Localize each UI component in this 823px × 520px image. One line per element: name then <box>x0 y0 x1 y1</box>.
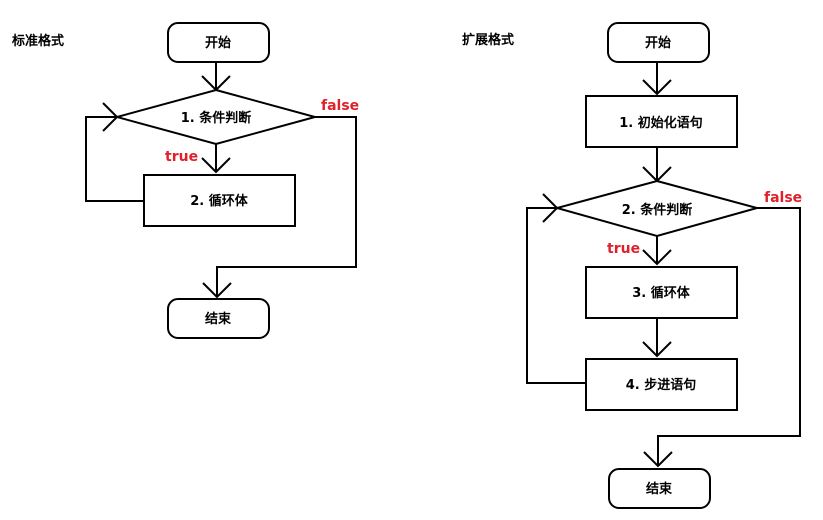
extended-init-label: 1. 初始化语句 <box>619 115 703 131</box>
standard-condition-label: 1. 条件判断 <box>181 110 252 126</box>
extended-step-node: 4. 步进语句 <box>585 358 738 411</box>
extended-condition-node: 2. 条件判断 <box>553 179 761 238</box>
extended-arrow-body-to-step <box>642 318 672 358</box>
standard-body-node: 2. 循环体 <box>143 174 296 227</box>
extended-false-label: false <box>764 190 802 206</box>
standard-start-label: 开始 <box>205 35 231 51</box>
extended-init-node: 1. 初始化语句 <box>585 95 738 148</box>
extended-body-label: 3. 循环体 <box>632 285 691 301</box>
extended-arrow-start-to-init <box>642 62 672 96</box>
standard-loop-back-arrow <box>85 102 144 202</box>
standard-arrow-start-to-condition <box>201 62 231 92</box>
standard-format-title: 标准格式 <box>11 33 64 49</box>
standard-condition-node: 1. 条件判断 <box>113 88 319 146</box>
extended-false-path-arrow <box>643 207 801 468</box>
standard-end-node: 结束 <box>167 298 270 339</box>
extended-loop-back-arrow <box>526 193 586 384</box>
extended-arrow-init-to-condition <box>642 147 672 183</box>
standard-end-label: 结束 <box>205 311 232 327</box>
extended-condition-label: 2. 条件判断 <box>622 202 693 218</box>
extended-end-node: 结束 <box>608 468 711 509</box>
standard-true-label: true <box>165 149 198 165</box>
extended-body-node: 3. 循环体 <box>585 266 738 319</box>
extended-start-label: 开始 <box>645 35 671 51</box>
extended-arrow-condition-to-body <box>642 236 672 266</box>
standard-body-label: 2. 循环体 <box>190 193 249 209</box>
extended-end-label: 结束 <box>646 481 673 497</box>
standard-arrow-condition-to-body <box>201 144 231 174</box>
extended-step-label: 4. 步进语句 <box>626 377 697 393</box>
extended-format-title: 扩展格式 <box>462 32 514 48</box>
standard-start-node: 开始 <box>167 22 270 63</box>
extended-start-node: 开始 <box>607 22 710 63</box>
extended-true-label: true <box>607 241 640 257</box>
standard-false-path-arrow <box>202 116 357 299</box>
standard-false-label: false <box>321 98 359 114</box>
